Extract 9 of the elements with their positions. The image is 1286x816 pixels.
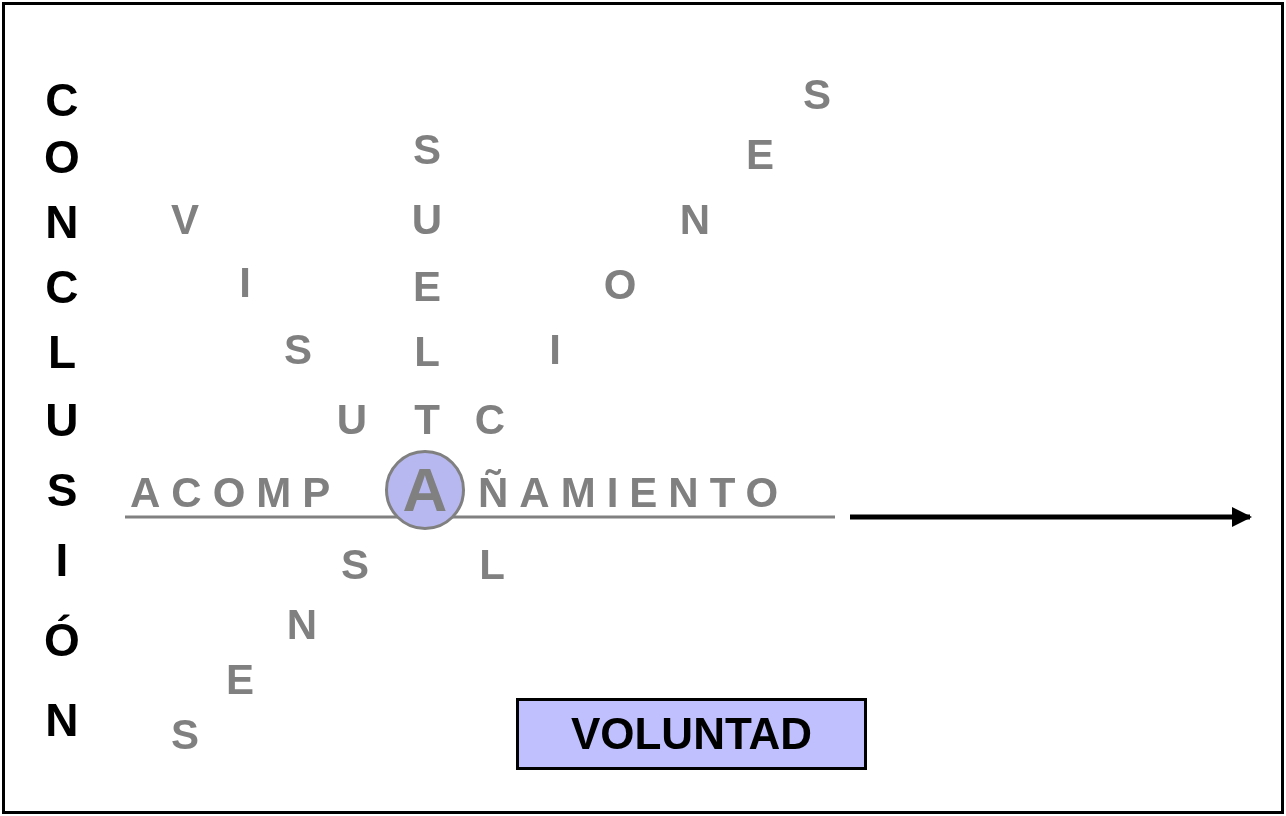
concept-box: VOLUNTAD [516, 698, 867, 770]
diagonal-word: VISU [170, 195, 369, 444]
vertical-word: CONCLUSIÓN [43, 73, 81, 746]
vertical-word: SUELT [410, 125, 444, 444]
diagonal-word: SENS [170, 540, 370, 759]
horizontal-word: ÑAMIENTO [478, 468, 790, 517]
diagonal-word: CIONES [473, 70, 832, 444]
horizontal-word: ACOMP [130, 468, 342, 517]
letter: L [478, 540, 506, 589]
